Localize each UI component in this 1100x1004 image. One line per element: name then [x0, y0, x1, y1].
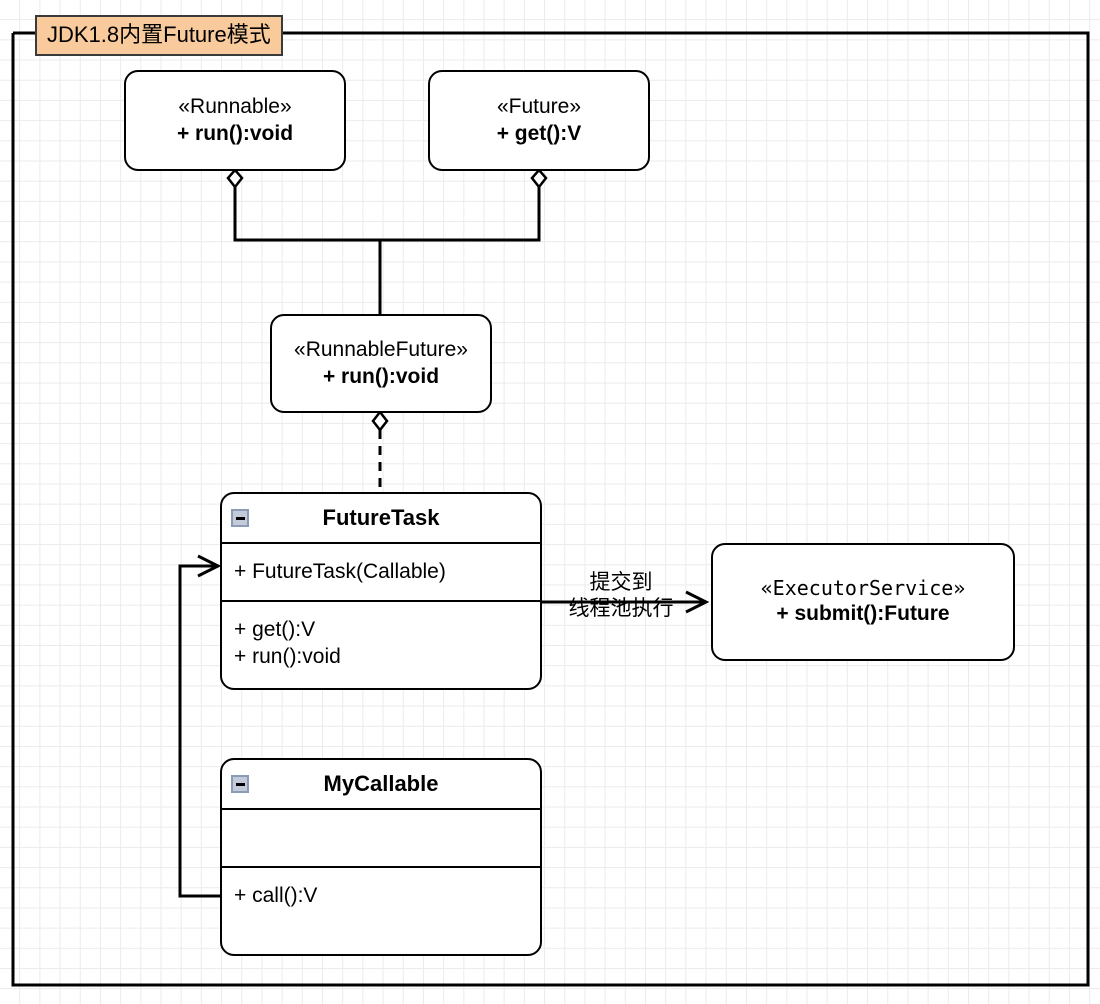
future-stereotype: «Future»	[496, 94, 582, 118]
edge-label-submit: 提交到 线程池执行	[556, 570, 686, 621]
mycallable-title: MyCallable	[323, 771, 439, 796]
minus-icon[interactable]	[231, 509, 249, 527]
node-future[interactable]: «Future» + get():V	[428, 70, 650, 171]
executorservice-stereotype: «ExecutorService»	[760, 575, 966, 600]
node-runnable[interactable]: «Runnable» + run():void	[124, 70, 346, 171]
frame-title-label: JDK1.8内置Future模式	[35, 15, 283, 56]
minus-icon-bar	[235, 782, 245, 786]
node-future-task[interactable]: FutureTask + FutureTask(Callable) + get(…	[220, 492, 542, 690]
arrowhead-futuretask-ctor	[197, 554, 222, 578]
diagram-frame	[11, 31, 1090, 987]
arrowhead-executorservice	[685, 590, 710, 614]
mycallable-method-0: + call():V	[234, 884, 318, 907]
edge-label-line-1: 提交到	[589, 571, 653, 594]
edge-label-line-2: 线程池执行	[568, 596, 674, 620]
diamond-future	[530, 168, 548, 190]
minus-icon-bar	[235, 516, 245, 520]
node-my-callable[interactable]: MyCallable + call():V	[220, 758, 542, 956]
edge-mycallable-to-futuretask	[178, 564, 220, 898]
futuretask-header: FutureTask	[222, 494, 540, 544]
mycallable-methods: + call():V	[222, 868, 540, 954]
future-member: + get():V	[496, 121, 582, 145]
diamond-runnable	[226, 168, 244, 190]
diamond-runnablefuture	[371, 409, 389, 433]
runnable-stereotype: «Runnable»	[178, 94, 292, 118]
edge-future-to-runnablefuture	[380, 186, 541, 242]
runnablefuture-member: + run():void	[322, 364, 440, 388]
node-runnable-future[interactable]: «RunnableFuture» + run():void	[270, 314, 492, 413]
futuretask-method-1: + run():void	[234, 645, 341, 669]
futuretask-constructor-0: + FutureTask(Callable)	[234, 560, 446, 583]
edge-runnable-to-runnablefuture	[233, 186, 382, 316]
runnablefuture-stereotype: «RunnableFuture»	[294, 337, 468, 361]
futuretask-method-0: + get():V	[234, 618, 316, 641]
mycallable-attributes	[222, 810, 540, 868]
mycallable-header: MyCallable	[222, 760, 540, 810]
node-executor-service[interactable]: «ExecutorService» + submit():Future	[711, 543, 1015, 661]
futuretask-title: FutureTask	[322, 505, 440, 530]
futuretask-methods: + get():V + run():void	[222, 602, 540, 688]
runnable-member: + run():void	[176, 121, 294, 145]
minus-icon[interactable]	[231, 775, 249, 793]
executorservice-member: + submit():Future	[776, 602, 950, 626]
futuretask-constructors: + FutureTask(Callable)	[222, 544, 540, 602]
